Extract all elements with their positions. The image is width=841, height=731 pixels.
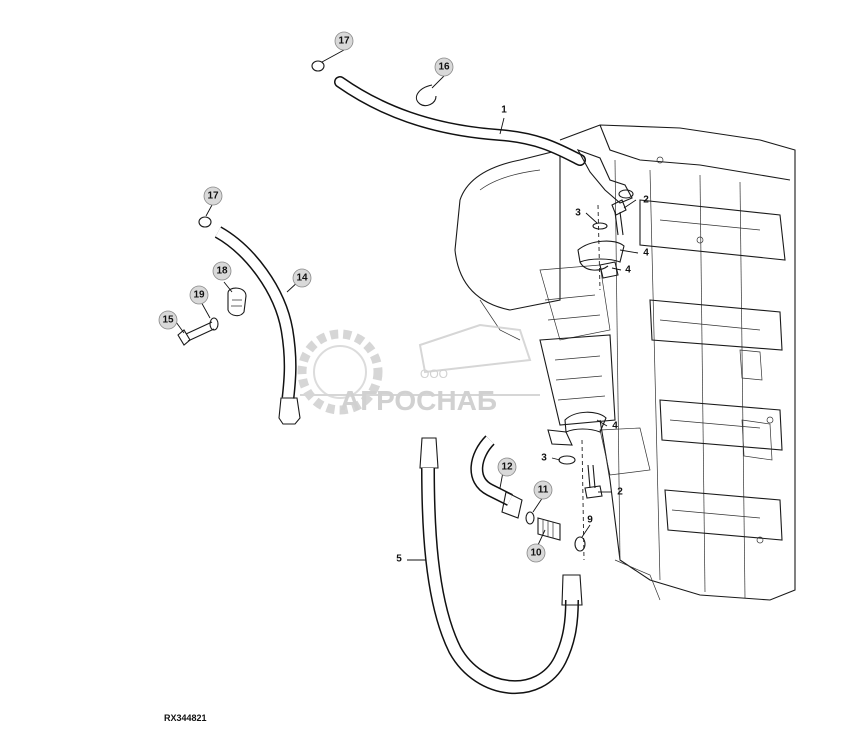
svg-text:17: 17 [207,191,219,202]
callout-9: 9 [587,515,593,526]
svg-text:15: 15 [162,315,174,326]
transmission-housing [454,124,796,601]
o-ring-part-9 [574,536,586,552]
alignment-line-lower [581,439,585,561]
svg-text:3: 3 [541,453,547,464]
svg-text:3: 3 [575,208,581,219]
washer-part-19 [209,317,219,331]
callout-14: 14 [292,268,312,288]
hose-part-14 [214,226,301,425]
clamp-part-18 [227,287,247,317]
hose-part-12 [470,435,523,519]
callout-2-lower: 2 [617,487,623,498]
svg-text:11: 11 [538,485,549,496]
callout-4-upper-a: 4 [643,248,649,259]
watermark-company-name: АГРОСНАБ [340,385,497,416]
bolt-part-15 [177,321,215,346]
callout-12: 12 [497,457,517,477]
svg-text:2: 2 [643,195,649,206]
svg-text:18: 18 [216,266,228,277]
hose-part-1 [334,76,634,204]
callout-19: 19 [189,285,209,305]
callout-4-upper-b: 4 [625,265,631,276]
callout-4-lower: 4 [612,421,618,432]
callout-11: 11 [533,480,553,500]
svg-text:4: 4 [643,248,649,259]
callout-15: 15 [158,310,178,330]
watermark-prefix: ООО [420,367,448,381]
svg-text:4: 4 [625,265,631,276]
alignment-line-upper [597,204,601,291]
svg-text:5: 5 [396,554,402,565]
svg-text:9: 9 [587,515,593,526]
svg-text:12: 12 [501,462,513,473]
svg-text:16: 16 [438,62,450,73]
reference-code: RX344821 [164,713,207,723]
svg-text:14: 14 [296,273,308,284]
snap-ring-part-16 [415,84,437,107]
o-ring-part-17-upper [311,60,325,72]
svg-text:19: 19 [193,290,205,301]
callout-17-left: 17 [203,186,223,206]
callout-10: 10 [526,543,546,563]
callout-1: 1 [501,105,507,116]
svg-text:1: 1 [501,105,507,116]
svg-text:2: 2 [617,487,623,498]
o-ring-part-17-left [198,216,212,228]
watermark-logo: ООО АГРОСНАБ [297,323,540,416]
callout-3-upper: 3 [575,208,581,219]
fitting-part-10 [537,517,561,541]
o-ring-part-11 [525,511,535,525]
svg-text:17: 17 [338,36,350,47]
flange-assembly-lower [547,411,607,499]
callout-3-lower: 3 [541,453,547,464]
callout-16: 16 [434,57,454,77]
callout-5: 5 [396,554,402,565]
svg-text:4: 4 [612,421,618,432]
hose-part-5 [419,437,583,695]
flange-assembly-upper [577,199,627,279]
callout-18: 18 [212,261,232,281]
svg-text:10: 10 [530,548,542,559]
callout-17-upper: 17 [334,31,354,51]
callout-2-upper: 2 [643,195,649,206]
